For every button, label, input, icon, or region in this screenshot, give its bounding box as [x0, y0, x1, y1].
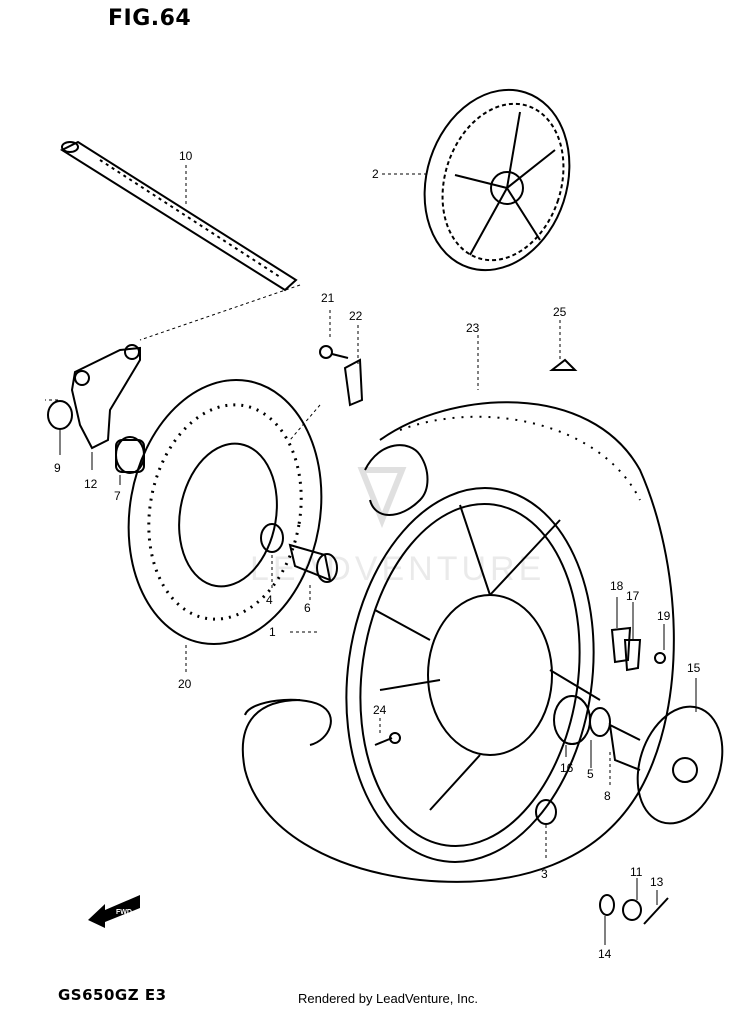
callout-15: 15 [687, 661, 701, 675]
bearing-spacer-part [260, 523, 338, 583]
callout-8: 8 [604, 789, 611, 803]
small-hardware-part [319, 345, 578, 407]
forward-arrow-icon: FWD [88, 895, 140, 928]
callout-1: 1 [269, 625, 276, 639]
callout-18: 18 [610, 579, 624, 593]
callout-9: 9 [54, 461, 61, 475]
watermark-text: LEADVENTURE [250, 550, 545, 588]
callout-16: 16 [560, 761, 574, 775]
callout-25: 25 [553, 305, 567, 319]
caliper-bracket-part [47, 344, 145, 474]
watermark-logo [357, 467, 407, 529]
footer-credit: Rendered by LeadVenture, Inc. [298, 991, 478, 1006]
tire-and-rim-part [241, 401, 675, 883]
model-code: GS650GZ E3 [58, 986, 167, 1004]
brake-disc-part [127, 378, 323, 646]
callout-13: 13 [650, 875, 664, 889]
callout-17: 17 [626, 589, 640, 603]
callout-23: 23 [466, 321, 480, 335]
wheel-side-view-part [423, 88, 571, 272]
axle-nut-set-part [599, 894, 669, 925]
callout-22: 22 [349, 309, 363, 323]
figure-title: FIG.64 [108, 6, 192, 31]
callout-20: 20 [178, 677, 192, 691]
callout-6: 6 [304, 601, 311, 615]
axle-part [59, 140, 298, 292]
leader-lines [45, 165, 697, 945]
forward-arrow-label: FWD [116, 909, 132, 916]
callout-10: 10 [179, 149, 193, 163]
callout-19: 19 [657, 609, 671, 623]
callout-4: 4 [266, 593, 273, 607]
sprocket-hub-part [535, 626, 724, 825]
callout-11: 11 [630, 865, 643, 879]
callout-21: 21 [321, 291, 335, 305]
callout-3: 3 [541, 867, 548, 881]
callout-7: 7 [114, 489, 121, 503]
callout-24: 24 [373, 703, 387, 717]
callout-2: 2 [372, 167, 379, 181]
callout-14: 14 [598, 947, 612, 961]
callout-5: 5 [587, 767, 594, 781]
callout-labels: 10 2 21 22 23 25 9 12 7 4 6 1 20 18 17 1… [54, 149, 701, 961]
callout-12: 12 [84, 477, 98, 491]
